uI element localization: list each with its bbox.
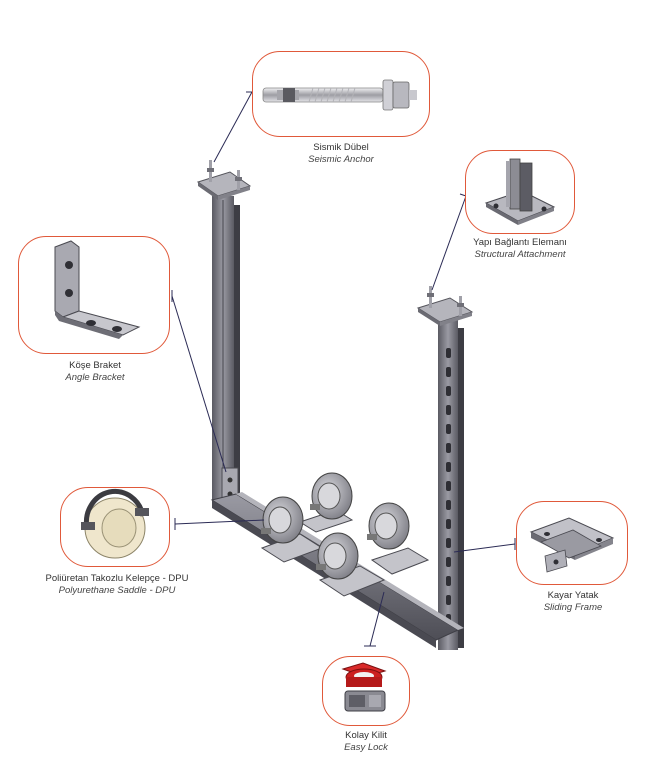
label-seismic-anchor-tr: Sismik Dübel — [313, 142, 369, 153]
channel-slot — [446, 367, 451, 377]
callout-easy-lock — [322, 656, 410, 726]
callout-structural-attachment — [465, 150, 575, 234]
structural-attachment-icon — [484, 158, 556, 225]
label-angle-bracket-tr: Köşe Braket — [69, 360, 121, 371]
easy-lock-icon — [341, 662, 387, 712]
channel-slot — [446, 405, 451, 415]
label-sliding-frame-tr: Kayar Yatak — [547, 590, 599, 601]
label-structural-attachment-tr: Yapı Bağlantı Elemanı — [473, 237, 567, 248]
angle-bracket-icon — [54, 240, 141, 339]
label-sliding-frame-en: Sliding Frame — [543, 602, 603, 613]
label-angle-bracket: Köşe Braket Angle Bracket — [20, 360, 170, 384]
channel-slot — [446, 576, 451, 586]
channel-slot — [446, 386, 451, 396]
channel-slot — [446, 424, 451, 434]
channel-slot — [446, 443, 451, 453]
pipe-clamps — [261, 472, 410, 580]
label-structural-attachment-en: Structural Attachment — [474, 249, 566, 260]
channel-slot — [446, 557, 451, 567]
left-vertical-channel — [212, 196, 240, 503]
left-top-plate — [196, 160, 252, 200]
label-polyurethane-saddle-en: Polyurethane Saddle - DPU — [58, 585, 176, 596]
channel-slot — [446, 462, 451, 472]
leader-sliding-frame — [453, 543, 516, 553]
label-easy-lock-tr: Kolay Kilit — [345, 730, 387, 741]
sliding-frame-icon — [529, 517, 615, 573]
leader-angle-bracket — [171, 295, 227, 473]
callout-polyurethane-saddle — [60, 487, 170, 567]
channel-slot — [446, 500, 451, 510]
channel-slot — [446, 481, 451, 491]
leader-structural-attachment — [431, 195, 467, 291]
callout-sliding-frame — [516, 501, 628, 585]
channel-slot — [446, 595, 451, 605]
right-top-plate — [416, 286, 474, 326]
support-frame — [196, 160, 474, 650]
label-sliding-frame: Kayar Yatak Sliding Frame — [506, 590, 640, 614]
channel-slot — [446, 519, 451, 529]
label-polyurethane-saddle-tr: Poliüretan Takozlu Kelepçe - DPU — [45, 573, 189, 584]
seismic-anchor-bolt-icon — [262, 79, 417, 111]
channel-slot — [446, 538, 451, 548]
label-structural-attachment: Yapı Bağlantı Elemanı Structural Attachm… — [440, 237, 600, 261]
polyurethane-saddle-icon — [81, 488, 149, 559]
callout-seismic-anchor — [252, 51, 430, 137]
callout-angle-bracket — [18, 236, 170, 354]
label-seismic-anchor-en: Seismic Anchor — [308, 154, 374, 165]
label-seismic-anchor: Sismik Dübel Seismic Anchor — [250, 142, 432, 166]
label-easy-lock: Kolay Kilit Easy Lock — [316, 730, 416, 754]
leader-polyurethane-saddle — [174, 519, 265, 525]
label-easy-lock-en: Easy Lock — [344, 742, 388, 753]
label-polyurethane-saddle: Poliüretan Takozlu Kelepçe - DPU Polyure… — [22, 573, 212, 597]
channel-slot — [446, 348, 451, 358]
right-vertical-channel — [438, 320, 464, 650]
label-angle-bracket-en: Angle Bracket — [65, 372, 125, 383]
leader-easy-lock — [369, 591, 385, 647]
leader-seismic-anchor — [213, 91, 253, 163]
